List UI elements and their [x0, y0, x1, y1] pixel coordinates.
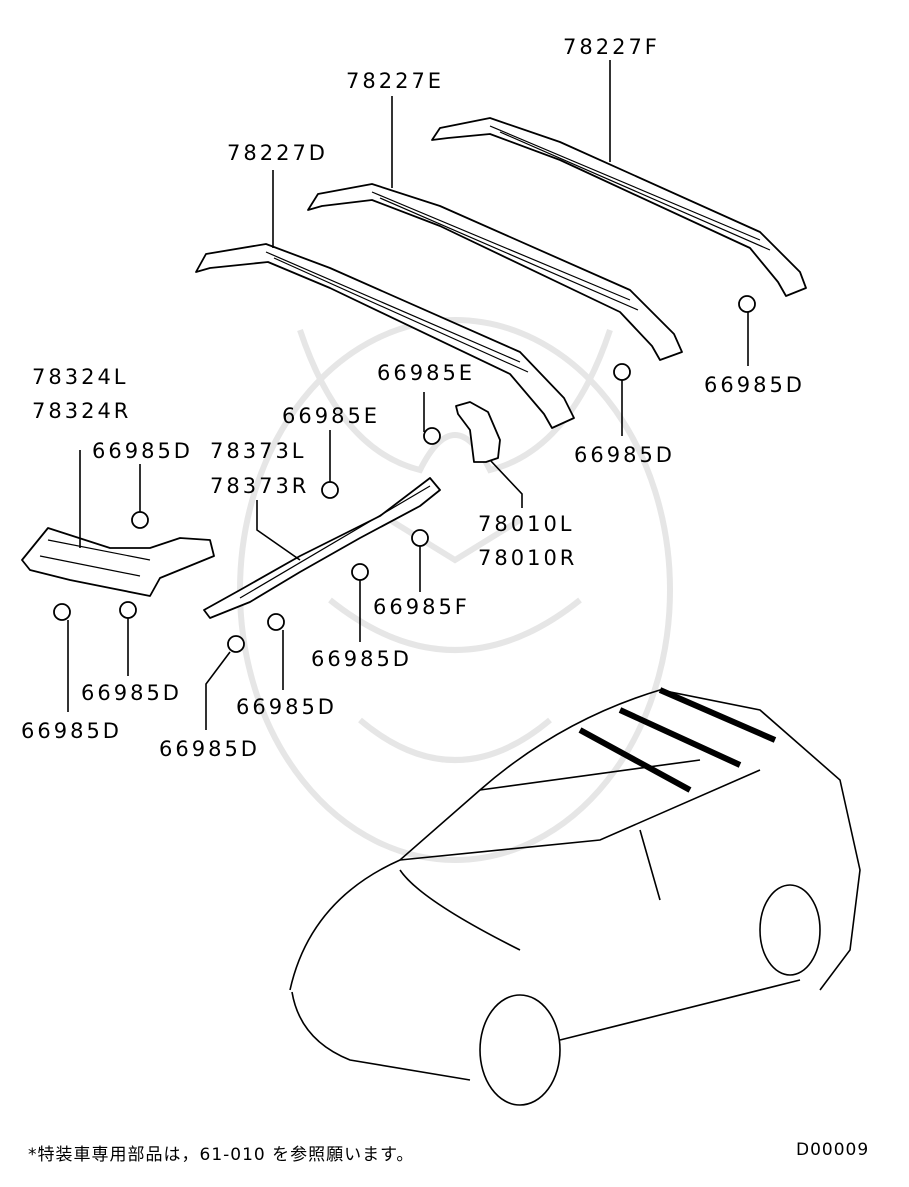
clip-66985F	[411, 529, 429, 547]
clip-66985D-e	[119, 601, 137, 619]
reference-note: *特装車専用部品は，61-010 を参照願います。	[28, 1145, 415, 1165]
diagram-code: D00009	[796, 1140, 870, 1160]
label-66985D-d: 66985D	[311, 647, 412, 671]
label-66985D-h: 66985D	[159, 737, 260, 761]
clip-66985E-a	[423, 427, 441, 445]
label-78010L: 78010L	[478, 512, 575, 536]
leader-lines	[67, 60, 749, 730]
label-78227E: 78227E	[346, 69, 444, 93]
label-78010R: 78010R	[478, 546, 577, 570]
vehicle-outline	[289, 687, 861, 1106]
bracket-78010	[455, 401, 501, 463]
label-66985D-f: 66985D	[236, 695, 337, 719]
label-66985D-c: 66985D	[92, 439, 193, 463]
label-66985D-g: 66985D	[21, 719, 122, 743]
roof-rail-78227F	[431, 117, 807, 297]
roof-rail-78227E	[307, 183, 683, 361]
clip-66985D-a	[738, 295, 756, 313]
label-78227D: 78227D	[227, 141, 328, 165]
label-66985F: 66985F	[373, 595, 470, 619]
label-66985E-a: 66985E	[377, 361, 475, 385]
bracket-78324	[21, 527, 215, 597]
clip-66985D-g	[267, 613, 285, 631]
clips	[53, 295, 756, 653]
clip-66985D-h	[227, 635, 245, 653]
label-66985E-b: 66985E	[282, 404, 380, 428]
clip-66985E-b	[321, 481, 339, 499]
roof-rail-78227D	[195, 243, 575, 429]
label-78373L: 78373L	[210, 439, 307, 463]
side-rail-78373	[203, 477, 441, 619]
clip-66985D-d	[351, 563, 369, 581]
watermark-emblem	[237, 317, 673, 863]
label-66985D-e: 66985D	[81, 681, 182, 705]
label-78324R: 78324R	[32, 399, 131, 423]
clip-66985D-f	[53, 603, 71, 621]
label-66985D-b: 66985D	[574, 443, 675, 467]
label-78227F: 78227F	[563, 35, 660, 59]
clip-66985D-b	[613, 363, 631, 381]
label-78373R: 78373R	[210, 474, 309, 498]
label-78324L: 78324L	[32, 365, 129, 389]
part-labels: 78227F 78227E 78227D 66985D 66985E 66985…	[21, 35, 805, 761]
clip-66985D-c	[131, 511, 149, 529]
label-66985D-a: 66985D	[704, 373, 805, 397]
